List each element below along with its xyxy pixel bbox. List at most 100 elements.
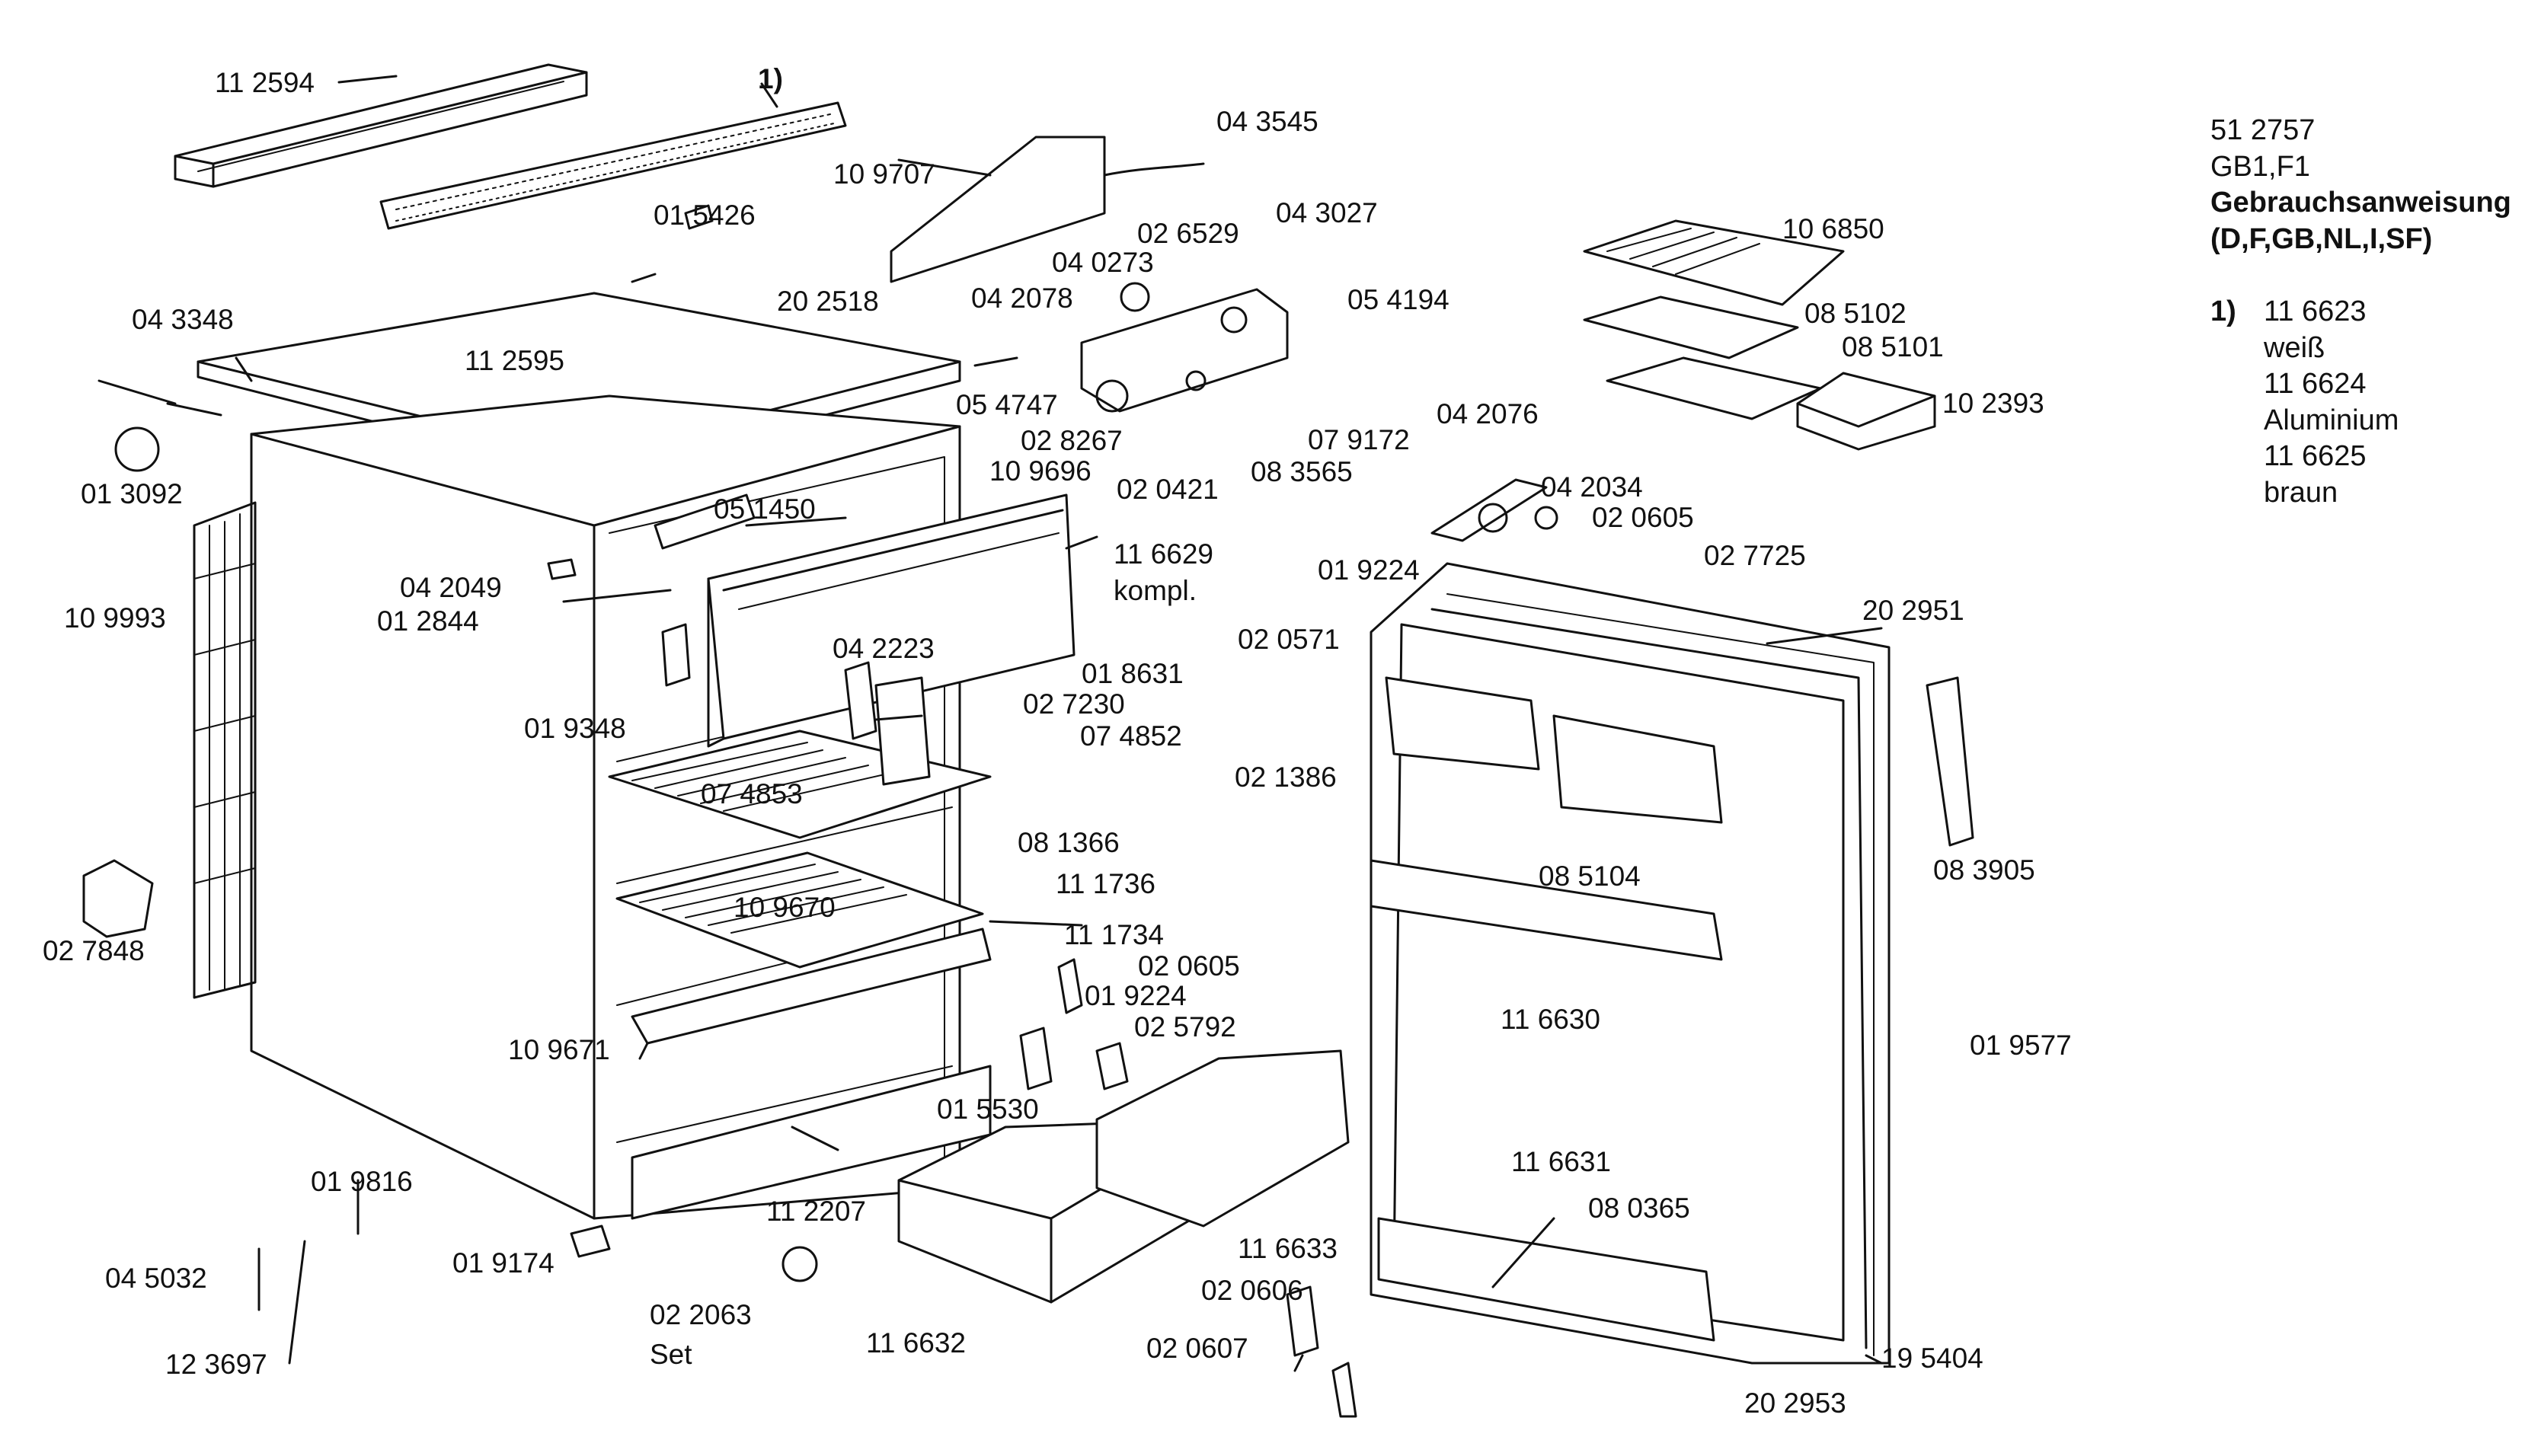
hinge-parts: [1430, 478, 1558, 542]
part-label: 04 0273: [1052, 247, 1154, 278]
part-label: 01 9174: [452, 1247, 555, 1279]
part-label: 02 7848: [43, 935, 145, 966]
part-label: 20 2951: [1862, 595, 1964, 626]
part-label: 02 5792: [1134, 1011, 1236, 1043]
part-label: 11 6629: [1114, 538, 1213, 570]
crisper-bins: [897, 1049, 1350, 1304]
part-label: 08 1366: [1018, 827, 1120, 858]
butter-box: [1796, 372, 1936, 451]
part-label: 10 9707: [833, 158, 935, 190]
part-label: 11 2595: [465, 345, 564, 376]
freezer-door: [707, 493, 1076, 748]
part-label: 08 5102: [1804, 298, 1907, 329]
part-label: 08 5104: [1539, 861, 1641, 892]
part-label: 04 2223: [833, 633, 935, 664]
part-label: 04 2078: [971, 283, 1073, 314]
part-label: 01 9224: [1085, 980, 1187, 1011]
part-label: 08 0365: [1588, 1193, 1690, 1224]
part-label: 10 9670: [734, 892, 836, 923]
variant-part-number: 11 6623: [2264, 295, 2367, 327]
part-label: 01 2844: [377, 605, 479, 637]
part-label: 11 6630: [1501, 1004, 1600, 1035]
document-info: 51 2757 GB1,F1 Gebrauchsanweisung (D,F,G…: [2210, 113, 2511, 257]
leader-lines: [235, 75, 1883, 1372]
part-label: 11 6632: [866, 1327, 966, 1359]
part-label: 04 2076: [1437, 398, 1539, 429]
part-label: 20 2518: [777, 286, 879, 317]
thermostat-assembly: [1080, 282, 1289, 413]
ice-tray-lid-1: [1583, 295, 1799, 359]
part-label: 11 1736: [1056, 868, 1155, 899]
part-label: 04 2034: [1541, 471, 1643, 503]
ice-tray-lid-2: [1606, 356, 1822, 420]
part-label: 20 2953: [1744, 1387, 1846, 1419]
manual-languages: (D,F,GB,NL,I,SF): [2210, 222, 2433, 255]
part-label: 04 3027: [1276, 197, 1378, 228]
part-label: 02 1386: [1235, 762, 1337, 793]
footnote-marker-label: 1): [758, 63, 783, 94]
part-label: 10 9696: [989, 455, 1092, 487]
part-label: 10 6850: [1782, 213, 1884, 244]
part-label: 10 9671: [508, 1034, 610, 1065]
part-label: 12 3697: [165, 1349, 267, 1380]
part-label: 11 1734: [1064, 919, 1164, 950]
part-label: 02 8267: [1021, 425, 1123, 456]
variant-part-number: 11 6625: [2264, 440, 2367, 472]
part-label: 01 5426: [654, 200, 756, 231]
part-label: 07 9172: [1308, 424, 1410, 455]
part-label: 01 9348: [524, 713, 626, 744]
part-label: 05 4747: [956, 389, 1058, 420]
misc-small-parts: [82, 204, 1357, 1418]
part-label: 04 3545: [1216, 106, 1318, 137]
part-label: 07 4852: [1080, 720, 1182, 752]
part-label: 04 3348: [132, 304, 234, 335]
part-label: 02 0607: [1146, 1333, 1248, 1364]
door-bins: [1370, 676, 1723, 1342]
part-label: 02 0605: [1138, 950, 1240, 982]
part-label: 04 5032: [105, 1263, 207, 1294]
part-label: 08 3565: [1251, 456, 1353, 487]
doc-number: 51 2757: [2210, 114, 2316, 146]
color-variant-footnote: 1) 11 6623 weiß 11 6624 Aluminium 11 662…: [2210, 294, 2399, 511]
part-label: 02 2063: [650, 1299, 752, 1330]
model-code: GB1,F1: [2210, 150, 2310, 183]
part-label: 11 2594: [215, 67, 315, 98]
part-label: 02 0571: [1238, 624, 1340, 655]
footnote-marker: 1): [2210, 295, 2236, 327]
part-label: 07 4853: [701, 778, 803, 809]
part-label: 11 6633: [1238, 1233, 1338, 1264]
part-label: 08 3905: [1933, 854, 2035, 886]
part-label: 05 1450: [714, 493, 816, 525]
part-label: 01 9816: [311, 1166, 413, 1197]
variant-part-number: 11 6624: [2264, 368, 2367, 400]
ice-tray: [1583, 219, 1845, 306]
part-label: 02 7725: [1704, 540, 1806, 571]
part-label: 10 9993: [64, 602, 166, 634]
vent-grille-strip: [379, 101, 847, 230]
part-label: 01 5530: [937, 1094, 1039, 1125]
part-label: 02 0606: [1201, 1275, 1303, 1306]
part-label: 19 5404: [1881, 1343, 1983, 1374]
part-label: 10 2393: [1942, 388, 2044, 419]
part-label: 04 2049: [400, 572, 502, 603]
part-label: kompl.: [1114, 575, 1197, 606]
manual-title: Gebrauchsanweisung: [2210, 187, 2511, 219]
part-label: 11 6631: [1511, 1146, 1611, 1177]
sensor-bracket: [890, 136, 1205, 283]
part-label: 01 8631: [1082, 658, 1184, 689]
part-label: Set: [650, 1339, 692, 1370]
door-handle: [1926, 676, 1974, 847]
condenser-coil: [193, 501, 257, 999]
part-label: 08 5101: [1842, 331, 1944, 362]
part-label: 01 9224: [1318, 554, 1420, 586]
variant-color: braun: [2264, 476, 2338, 509]
part-label: 11 2207: [766, 1196, 866, 1227]
variant-color: weiß: [2264, 331, 2325, 364]
part-label: 01 3092: [81, 478, 183, 509]
part-label: 05 4194: [1347, 284, 1449, 315]
variant-color: Aluminium: [2264, 404, 2399, 436]
part-label: 02 0605: [1592, 502, 1694, 533]
part-label: 02 6529: [1137, 218, 1239, 249]
